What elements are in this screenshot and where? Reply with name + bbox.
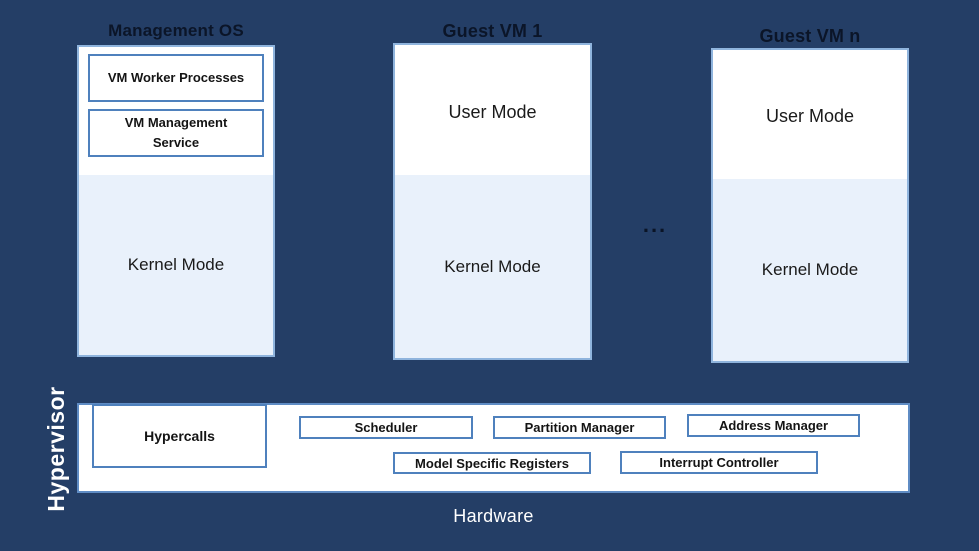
address-manager-box: Address Manager	[687, 414, 860, 437]
guest-vm-n-column: User Mode Kernel Mode	[711, 48, 909, 363]
vm-worker-processes-label: VM Worker Processes	[107, 69, 245, 85]
guest-vm-1-kernel-label: Kernel Mode	[444, 256, 541, 276]
guest-vm-n-kernel-section: Kernel Mode	[713, 179, 907, 361]
model-specific-registers-box: Model Specific Registers	[393, 452, 591, 474]
vm-worker-processes-box: VM Worker Processes	[88, 54, 264, 102]
hypercalls-box: Hypercalls	[92, 404, 267, 468]
scheduler-box: Scheduler	[299, 416, 473, 439]
management-os-title: Management OS	[108, 21, 244, 40]
model-specific-registers-label: Model Specific Registers	[415, 455, 569, 471]
hypervisor-side-label: Hypervisor	[43, 386, 69, 512]
address-manager-label: Address Manager	[718, 418, 829, 433]
management-os-column: Kernel Mode VM Worker Processes VM Manag…	[77, 45, 275, 357]
guest-vm-n-user-label: User Mode	[765, 106, 855, 126]
more-vms-ellipsis: ...	[642, 212, 668, 237]
management-os-kernel-label: Kernel Mode	[127, 255, 225, 274]
guest-vm-n-kernel-label: Kernel Mode	[761, 260, 859, 279]
partition-manager-box: Partition Manager	[493, 416, 666, 439]
vm-management-service-label: VM Management Service	[124, 114, 228, 150]
guest-vm-1-title: Guest VM 1	[442, 21, 543, 41]
hardware-label: Hardware	[453, 506, 534, 526]
partition-manager-label: Partition Manager	[524, 420, 635, 435]
vm-management-service-box: VM Management Service	[88, 109, 264, 157]
guest-vm-1-column: User Mode Kernel Mode	[393, 43, 592, 360]
guest-vm-n-user-section: User Mode	[713, 50, 907, 183]
guest-vm-1-user-section: User Mode	[395, 45, 590, 179]
guest-vm-1-user-label: User Mode	[448, 101, 537, 122]
scheduler-label: Scheduler	[354, 420, 418, 435]
guest-vm-1-kernel-section: Kernel Mode	[395, 175, 590, 358]
guest-vm-n-title: Guest VM n	[759, 26, 861, 46]
interrupt-controller-box: Interrupt Controller	[620, 451, 818, 474]
management-os-kernel-section: Kernel Mode	[79, 175, 273, 355]
hypervisor-bar: Hypercalls Scheduler Partition Manager A…	[77, 403, 910, 493]
hypercalls-label: Hypercalls	[144, 428, 215, 444]
interrupt-controller-label: Interrupt Controller	[659, 455, 779, 470]
